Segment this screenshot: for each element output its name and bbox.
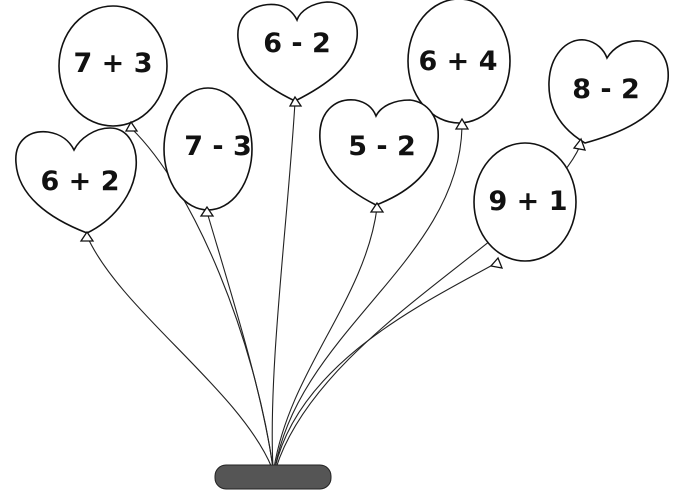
balloon-6-plus-4: 6 + 4 [407, 0, 511, 130]
balloon-8-minus-2: 8 - 2 [548, 39, 669, 151]
balloon-label: 8 - 2 [572, 74, 640, 105]
balloon-9-plus-1: 9 + 1 [473, 142, 577, 269]
balloon-6-plus-2: 6 + 2 [15, 127, 137, 242]
balloon-label: 6 + 4 [419, 46, 498, 77]
balloon-base [214, 464, 332, 490]
string-6-minus-2 [271, 101, 296, 469]
balloon-7-minus-3: 7 - 3 [163, 87, 253, 217]
string-6-plus-4 [274, 125, 463, 469]
balloon-label: 6 + 2 [41, 166, 120, 197]
balloon-label: 7 + 3 [74, 48, 153, 79]
balloon-5-minus-2: 5 - 2 [319, 99, 439, 213]
balloon-label: 9 + 1 [489, 186, 568, 217]
balloon-6-minus-2: 6 - 2 [237, 1, 358, 107]
balloon-label: 7 - 3 [184, 131, 252, 162]
balloon-label: 5 - 2 [348, 131, 416, 162]
string-5-minus-2 [273, 207, 378, 469]
string-6-plus-2 [86, 235, 273, 469]
string-7-minus-3 [206, 211, 274, 469]
balloon-7-plus-3: 7 + 3 [58, 5, 168, 132]
balloon-label: 6 - 2 [263, 28, 331, 59]
string-9-plus-1 [274, 261, 499, 469]
